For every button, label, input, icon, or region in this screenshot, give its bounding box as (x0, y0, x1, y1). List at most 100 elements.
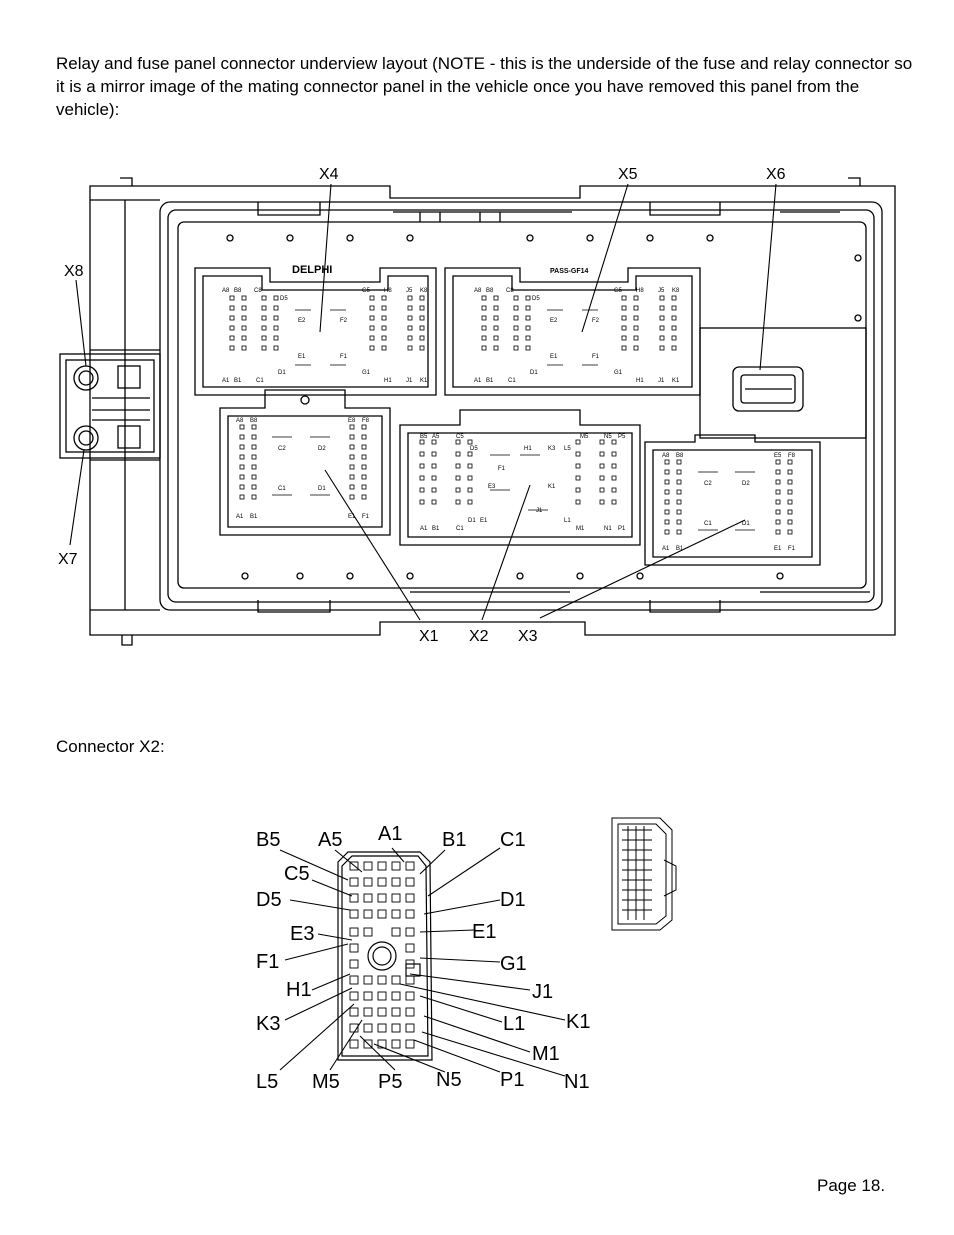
x2-label-n1: N1 (564, 1071, 590, 1093)
svg-text:F1: F1 (362, 514, 370, 520)
svg-text:L5: L5 (564, 446, 571, 452)
svg-text:J1: J1 (536, 508, 543, 514)
x2-leaders (279, 847, 566, 1077)
x2-label-c5: C5 (284, 863, 310, 885)
svg-text:M1: M1 (576, 526, 585, 532)
pin-grids (229, 295, 793, 535)
x2-label-k1: K1 (566, 1011, 590, 1033)
x4-pin-labels: A8 B8 C8 D5 G5 H8 J5 K8 E2 F2 E1 F1 A1 B… (222, 288, 428, 384)
page-number: Page 18. (817, 1176, 886, 1195)
callout-x1: X1 (419, 628, 439, 645)
svg-text:D5: D5 (532, 296, 540, 302)
callout-x7: X7 (58, 551, 78, 568)
svg-text:A8: A8 (222, 288, 230, 294)
svg-text:B8: B8 (486, 288, 494, 294)
svg-text:F2: F2 (592, 318, 600, 324)
svg-text:A8: A8 (662, 453, 670, 459)
part-label: PASS-GF14 (550, 268, 588, 275)
svg-text:B8: B8 (234, 288, 242, 294)
svg-text:J5: J5 (406, 288, 413, 294)
callout-x3: X3 (518, 628, 538, 645)
svg-text:F1: F1 (340, 354, 348, 360)
svg-text:D1: D1 (318, 486, 326, 492)
x2-label-p5: P5 (378, 1071, 402, 1093)
svg-text:D1: D1 (278, 370, 286, 376)
svg-text:K1: K1 (548, 484, 556, 490)
svg-text:H8: H8 (636, 288, 644, 294)
svg-text:J1: J1 (658, 378, 665, 384)
x2-label-m1: M1 (532, 1043, 560, 1065)
svg-text:E5: E5 (774, 453, 782, 459)
svg-text:P1: P1 (618, 526, 626, 532)
x2-label-e3: E3 (290, 923, 314, 945)
svg-text:C1: C1 (704, 521, 712, 527)
x2-label-a1: A1 (378, 823, 402, 845)
svg-text:B1: B1 (676, 546, 684, 552)
svg-text:B1: B1 (486, 378, 494, 384)
intro-paragraph: Relay and fuse panel connector underview… (56, 54, 913, 119)
panel-callouts: X4 X5 X6 X8 X7 X1 X2 X3 (58, 166, 786, 645)
x2-label-b1: B1 (442, 829, 466, 851)
svg-text:D5: D5 (470, 446, 478, 452)
svg-text:D1: D1 (468, 518, 476, 524)
callout-x5: X5 (618, 166, 638, 183)
svg-text:C1: C1 (256, 378, 264, 384)
svg-text:B8: B8 (676, 453, 684, 459)
svg-text:F1: F1 (498, 466, 506, 472)
x2-label-p1: P1 (500, 1069, 524, 1091)
svg-text:F8: F8 (362, 418, 370, 424)
svg-text:J1: J1 (406, 378, 413, 384)
svg-text:D5: D5 (280, 296, 288, 302)
svg-text:J5: J5 (658, 288, 665, 294)
x1-pin-labels: A8 B8 E8 F8 C2 D2 C1 D1 A1 B1 E1 F1 (236, 418, 370, 520)
svg-text:K8: K8 (672, 288, 680, 294)
svg-text:N1: N1 (604, 526, 612, 532)
x2-label-j1: J1 (532, 981, 553, 1003)
svg-text:E1: E1 (774, 546, 782, 552)
svg-text:F1: F1 (788, 546, 796, 552)
svg-text:K1: K1 (672, 378, 680, 384)
svg-text:F2: F2 (340, 318, 348, 324)
svg-text:H1: H1 (524, 446, 532, 452)
svg-text:D1: D1 (742, 521, 750, 527)
svg-text:G1: G1 (614, 370, 623, 376)
x2-label-c1: C1 (500, 829, 526, 851)
svg-text:G5: G5 (614, 288, 623, 294)
x2-callouts: B5 A5 A1 B1 C1 C5 D5 D1 E3 E1 F1 G1 H1 J… (256, 823, 590, 1093)
svg-text:E1: E1 (480, 518, 488, 524)
x2-connector-face (337, 851, 433, 1061)
svg-text:C1: C1 (508, 378, 516, 384)
x2-label-m5: M5 (312, 1071, 340, 1093)
svg-text:C2: C2 (704, 481, 712, 487)
svg-text:M5: M5 (580, 434, 589, 440)
section-label-x2: Connector X2: (56, 737, 165, 756)
svg-text:B5: B5 (420, 434, 428, 440)
svg-text:H8: H8 (384, 288, 392, 294)
svg-text:A1: A1 (222, 378, 230, 384)
svg-text:D1: D1 (530, 370, 538, 376)
x2-label-l5: L5 (256, 1071, 278, 1093)
svg-text:A1: A1 (662, 546, 670, 552)
svg-text:A8: A8 (474, 288, 482, 294)
svg-text:D2: D2 (742, 481, 750, 487)
svg-text:G5: G5 (362, 288, 371, 294)
svg-text:H1: H1 (384, 378, 392, 384)
x2-label-d5: D5 (256, 889, 282, 911)
svg-text:A1: A1 (474, 378, 482, 384)
x2-label-n5: N5 (436, 1069, 462, 1091)
svg-text:P5: P5 (618, 434, 626, 440)
svg-text:B1: B1 (234, 378, 242, 384)
svg-text:F8: F8 (788, 453, 796, 459)
svg-text:C8: C8 (506, 288, 514, 294)
x2-label-e1: E1 (472, 921, 496, 943)
svg-text:A8: A8 (236, 418, 244, 424)
delphi-label: DELPHI (292, 264, 332, 276)
svg-text:E1: E1 (348, 514, 356, 520)
svg-text:B1: B1 (250, 514, 258, 520)
svg-text:E1: E1 (550, 354, 558, 360)
x2-pin-labels: A5 B5 C5 D5 H1 K3 L5 M5 N5 P5 F1 E3 K1 J… (420, 434, 626, 532)
x2-side-view (611, 817, 677, 931)
x3-pin-labels: A8 B8 E5 F8 C2 D2 C1 D1 A1 B1 E1 F1 (662, 453, 796, 552)
svg-text:N5: N5 (604, 434, 612, 440)
